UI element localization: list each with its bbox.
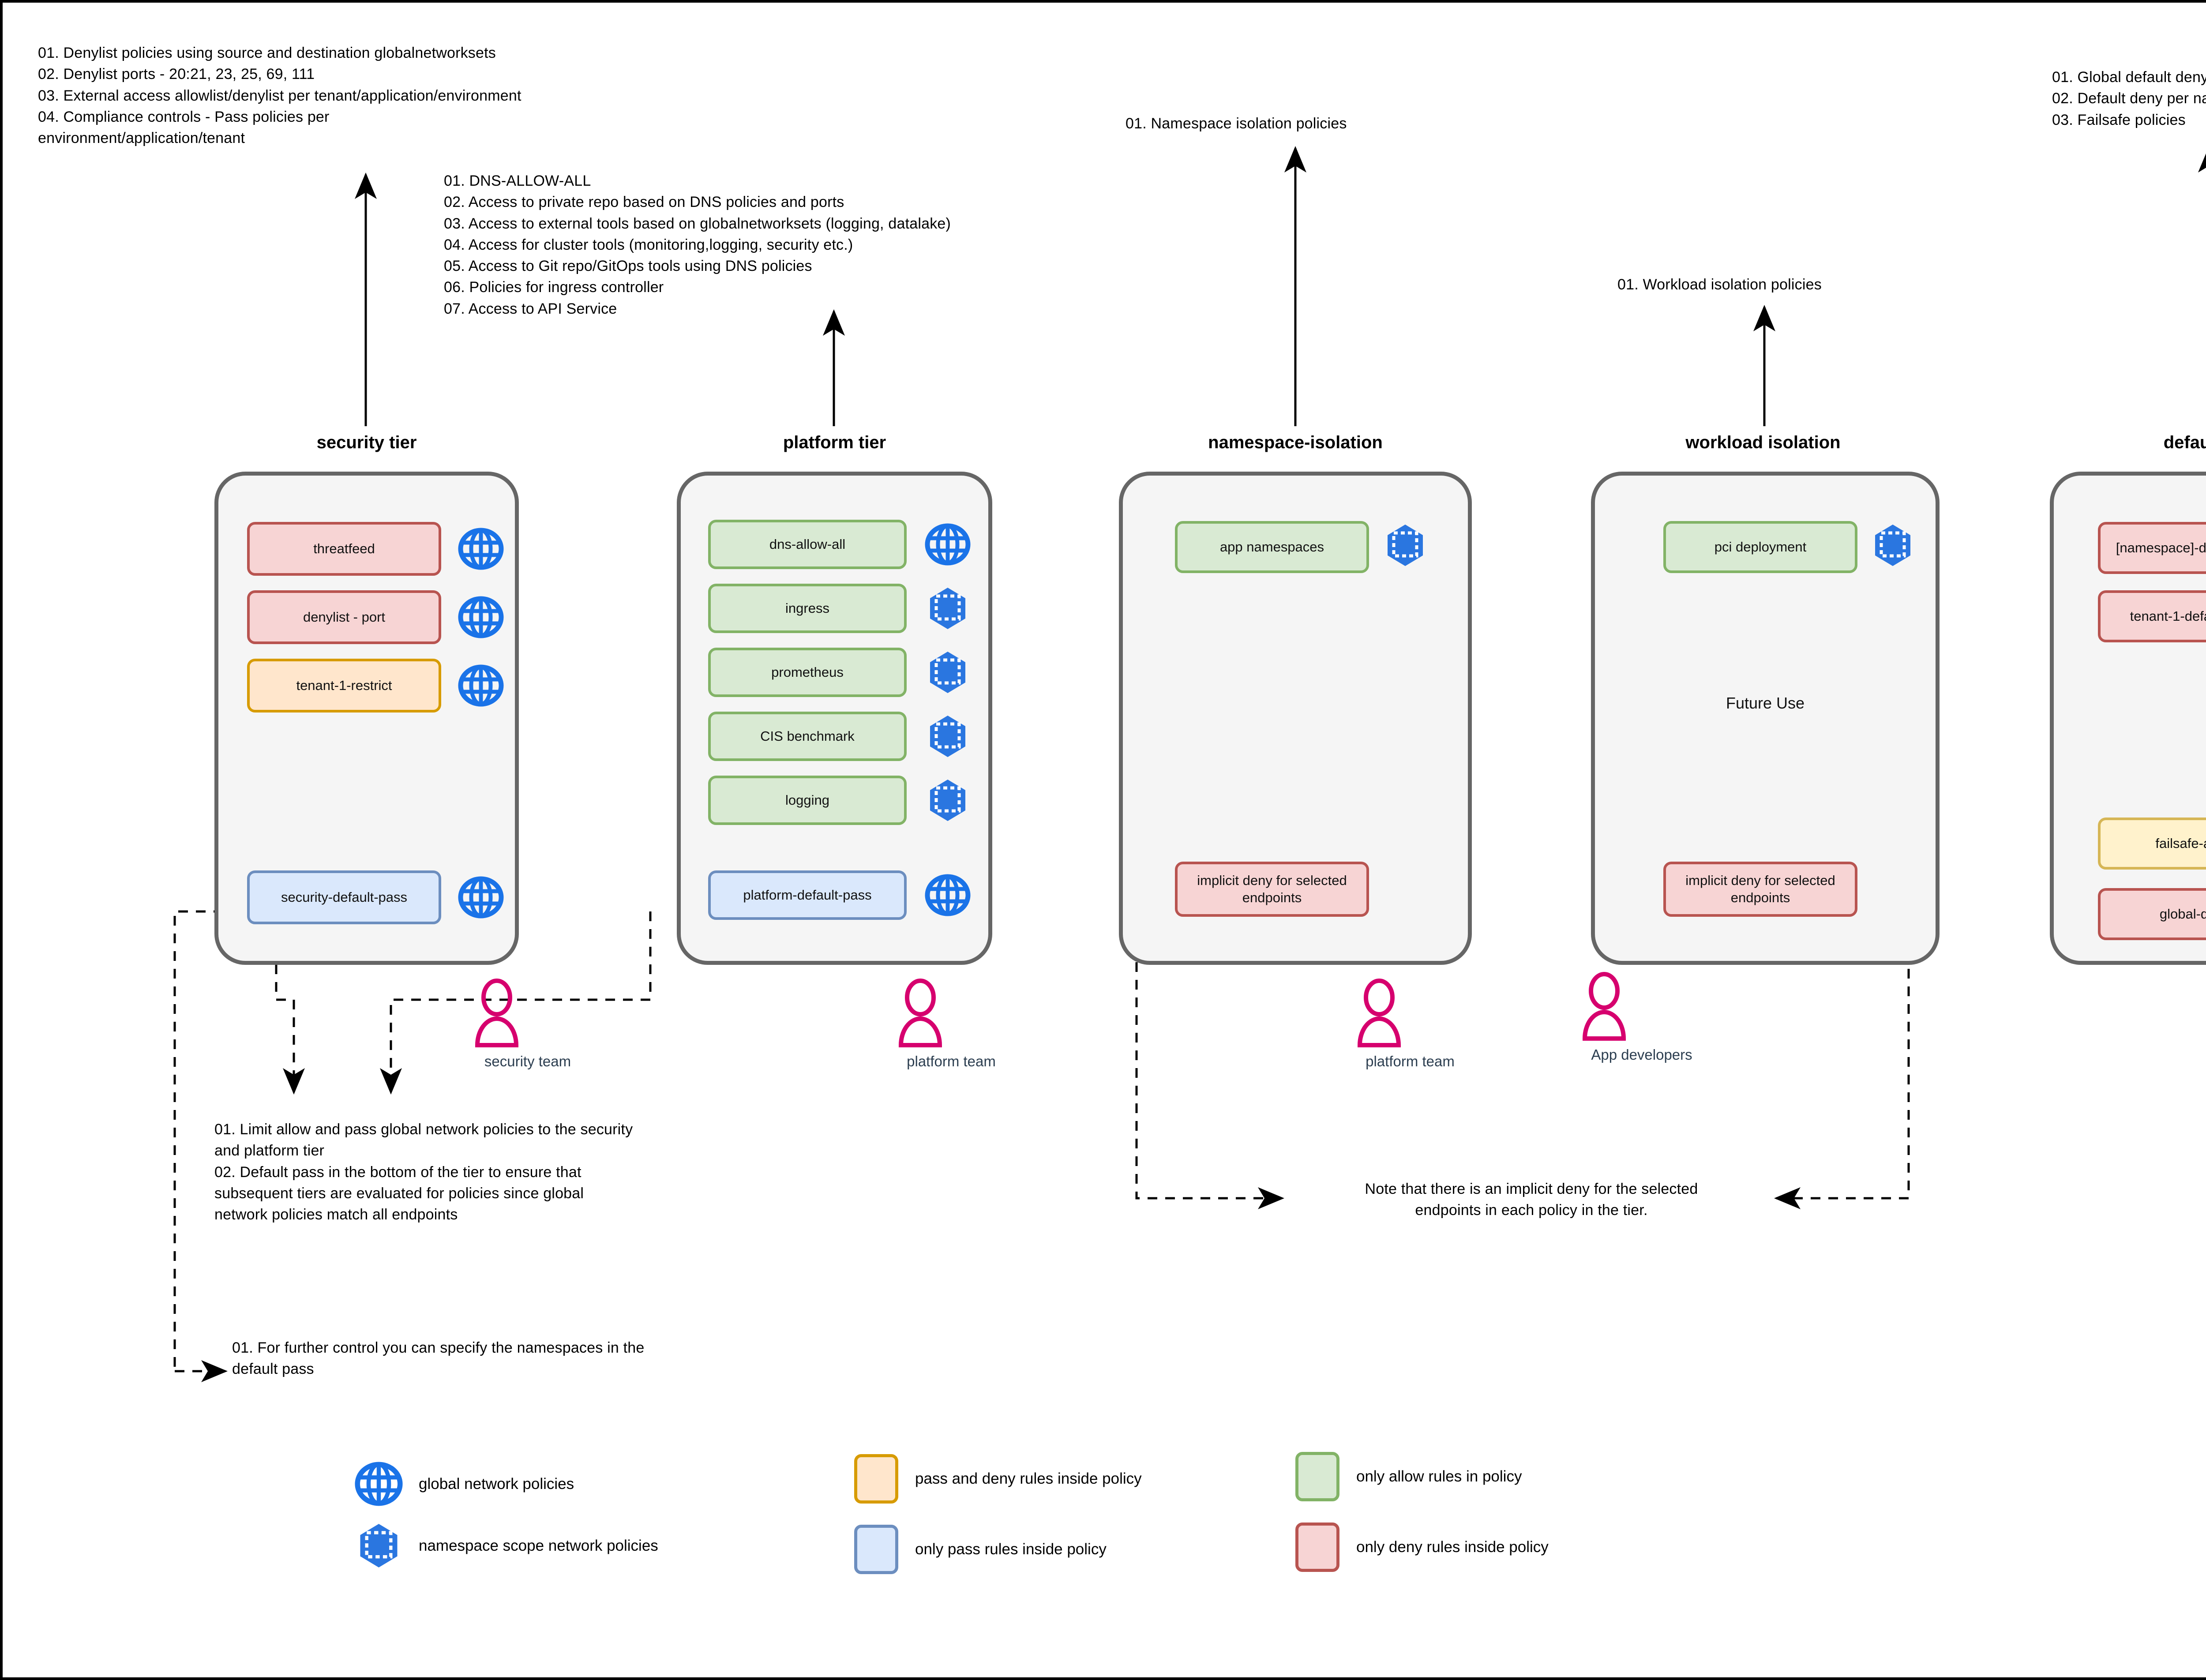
policy-chip[interactable]: dns-allow-all	[708, 520, 907, 569]
namespace-network-policy-icon	[926, 714, 970, 758]
legend-label: only allow rules in policy	[1356, 1468, 1522, 1485]
tier-container-security[interactable]: threatfeed denylist - port tenant-1-rest…	[214, 472, 519, 965]
global-network-policy-icon	[458, 664, 504, 708]
swatch-only-deny	[1295, 1522, 1339, 1572]
swatch-only-allow	[1295, 1452, 1339, 1501]
line-ns-implicit-deny	[1135, 910, 1284, 1209]
tier-title-platform: platform tier	[783, 433, 886, 452]
legend-label: only pass rules inside policy	[915, 1541, 1107, 1558]
global-network-policy-icon	[925, 522, 971, 566]
tier-container-namespace-isolation[interactable]: app namespaces implicit deny for selecte…	[1119, 472, 1472, 965]
policy-chip[interactable]: pci deployment	[1663, 521, 1857, 573]
namespace-network-policy-icon	[926, 586, 970, 630]
policy-chip[interactable]: CIS benchmark	[708, 712, 907, 761]
global-network-policy-icon	[925, 873, 971, 917]
tier-title-security: security tier	[316, 433, 417, 452]
namespace-network-policy-icon	[926, 778, 970, 822]
legend-item-namespace-scope-network-policies: namespace scope network policies	[356, 1522, 658, 1569]
legend-item-pass-and-deny: pass and deny rules inside policy	[854, 1454, 1142, 1504]
namespace-isolation-note: 01. Namespace isolation policies	[1126, 115, 1347, 132]
line-platform-pass-to-note	[380, 911, 652, 1095]
actor-label: security team	[484, 1053, 571, 1069]
global-network-policy-icon	[458, 875, 504, 919]
policy-chip[interactable]: tenant-1-restrict	[247, 659, 441, 712]
legend-item-global-network-policies: global network policies	[355, 1461, 574, 1507]
policy-chip[interactable]: failsafe-allow	[2098, 818, 2206, 870]
legend-label: namespace scope network policies	[419, 1537, 658, 1554]
policy-chip[interactable]: tenant-1-default-deny	[2098, 590, 2206, 642]
tier-container-default[interactable]: [namespace]-default-deny tenant-1-defaul…	[2050, 472, 2206, 965]
user-icon	[898, 979, 942, 1047]
policy-chip[interactable]: implicit deny for selected endpoints	[1175, 862, 1369, 917]
global-policy-note: 01. Limit allow and pass global network …	[214, 1121, 633, 1223]
namespace-network-policy-icon	[1871, 523, 1915, 567]
policy-chip[interactable]: ingress	[708, 584, 907, 633]
policy-chip[interactable]: prometheus	[708, 648, 907, 697]
implicit-deny-note: Note that there is an implicit deny for …	[1365, 1181, 1698, 1219]
policy-chip[interactable]: implicit deny for selected endpoints	[1663, 862, 1857, 917]
line-security-pass-to-note	[173, 910, 276, 1371]
global-network-policy-icon	[458, 595, 504, 639]
user-icon	[1357, 979, 1401, 1047]
actor-app-developers: App developers	[1578, 972, 1706, 1063]
actor-label: platform team	[1366, 1053, 1455, 1069]
swatch-only-pass	[854, 1525, 898, 1574]
actor-platform-team-2: platform team	[1353, 979, 1467, 1070]
security-tier-note: 01. Denylist policies using source and d…	[38, 45, 521, 147]
namespace-network-policy-icon	[1383, 523, 1427, 567]
policy-chip[interactable]: logging	[708, 776, 907, 825]
default-tier-note: 01. Global default deny 02. Default deny…	[2052, 69, 2206, 128]
legend-item-only-pass: only pass rules inside policy	[854, 1525, 1107, 1574]
legend-item-only-deny: only deny rules inside policy	[1295, 1522, 1549, 1572]
workload-isolation-note: 01. Workload isolation policies	[1617, 276, 1822, 293]
policy-chip[interactable]: [namespace]-default-deny	[2098, 522, 2206, 574]
tier-title-default: default tier	[2163, 433, 2206, 452]
legend-label: pass and deny rules inside policy	[915, 1470, 1142, 1487]
actor-label: platform team	[907, 1053, 996, 1069]
actor-security-team: security team	[470, 979, 585, 1070]
policy-chip[interactable]: platform-default-pass	[708, 870, 907, 920]
legend-label: global network policies	[419, 1475, 574, 1492]
policy-chip[interactable]: global-deny	[2098, 888, 2206, 940]
namespace-network-policy-icon	[926, 650, 970, 694]
tier-container-workload-isolation[interactable]: pci deployment Future Use implicit deny …	[1591, 472, 1940, 965]
swatch-pass-and-deny	[854, 1454, 898, 1504]
future-use-label: Future Use	[1726, 694, 1805, 712]
policy-chip[interactable]: denylist - port	[247, 590, 441, 644]
legend-item-only-allow: only allow rules in policy	[1295, 1452, 1522, 1501]
policy-chip[interactable]: threatfeed	[247, 522, 441, 576]
default-pass-note: 01. For further control you can specify …	[232, 1339, 645, 1378]
policy-chip[interactable]: app namespaces	[1175, 521, 1369, 573]
tier-container-platform[interactable]: dns-allow-all ingress prometheus CIS ben…	[677, 472, 992, 965]
policy-chip[interactable]: security-default-pass	[247, 870, 441, 924]
actor-platform-team: platform team	[894, 979, 1009, 1070]
global-network-policy-icon	[458, 527, 504, 571]
user-icon	[475, 979, 519, 1047]
user-icon	[1582, 972, 1626, 1041]
namespace-network-policy-icon	[356, 1522, 402, 1569]
platform-tier-note: 01. DNS-ALLOW-ALL 02. Access to private …	[444, 172, 951, 317]
tier-title-namespace-isolation: namespace-isolation	[1208, 433, 1383, 452]
actor-label: App developers	[1591, 1046, 1692, 1063]
tier-title-workload-isolation: workload isolation	[1685, 433, 1841, 452]
global-network-policy-icon	[355, 1461, 403, 1507]
legend-label: only deny rules inside policy	[1356, 1538, 1549, 1556]
